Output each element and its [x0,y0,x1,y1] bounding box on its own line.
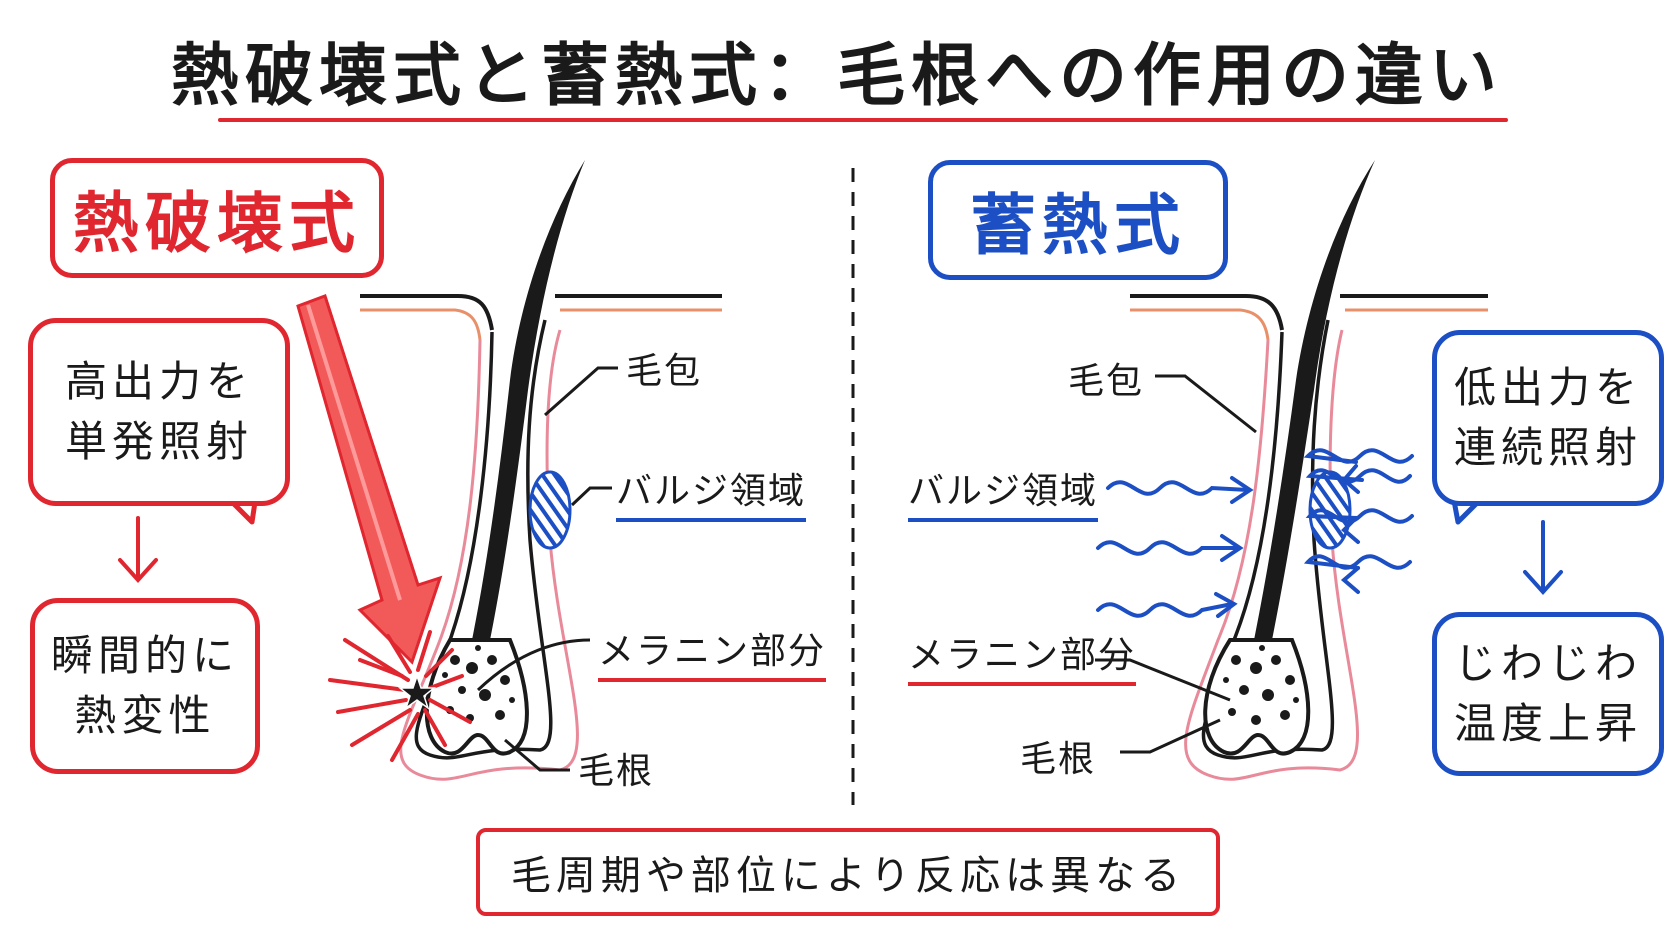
heat-burst-icon [328,630,472,762]
footer-note: 毛周期や部位により反応は異なる [476,828,1220,916]
left-label-bulge: バルジ領域 [616,462,807,522]
left-label-root: 毛根 [578,751,655,792]
left-result-line-2: 熱変性 [74,691,216,740]
right-root-leader [1120,718,1221,754]
left-bubble-line-1: 高出力を [64,357,253,406]
left-root-leader [504,738,570,772]
right-result-line-2: 温度上昇 [1453,699,1642,748]
right-follicle-leader [1155,374,1257,434]
laser-arrow-icon [296,294,443,665]
left-result-line-1: 瞬間的に [50,631,239,680]
right-label-follicle: 毛包 [1068,361,1145,402]
page-title: 熱破壊式と蓄熱式：毛根への作用の違い [170,37,1503,116]
title-underline [218,118,1508,122]
right-bubble-line-1: 低出力を [1453,363,1642,412]
left-follicle [360,160,722,781]
left-melanin-leader [476,638,591,692]
right-label-melanin: メラニン部分 [908,626,1137,686]
right-melanin-leader [1095,658,1231,702]
right-label-bulge: バルジ領域 [908,462,1099,522]
left-label-follicle: 毛包 [626,351,703,392]
heat-wave-icon [1303,448,1414,570]
left-header: 熱破壊式 [50,158,384,278]
down-arrow-icon [1523,520,1563,595]
left-label-melanin: メラニン部分 [598,622,827,682]
right-label-root: 毛根 [1020,739,1097,780]
left-bulge-leader [570,486,612,507]
heat-wave-icon [1096,476,1254,618]
right-follicle [1130,160,1488,781]
left-speech-bubble: 高出力を 単発照射 [28,318,290,506]
right-header: 蓄熱式 [928,160,1228,280]
left-result-box: 瞬間的に 熱変性 [30,598,260,774]
star-icon [397,673,437,710]
left-follicle-leader [544,366,618,417]
right-result-box: じわじわ 温度上昇 [1432,612,1664,776]
left-bubble-line-2: 単発照射 [64,417,253,466]
right-speech-bubble: 低出力を 連続照射 [1432,330,1664,506]
down-arrow-icon [118,516,158,583]
right-bubble-line-2: 連続照射 [1453,423,1642,472]
right-result-line-1: じわじわ [1453,639,1642,688]
